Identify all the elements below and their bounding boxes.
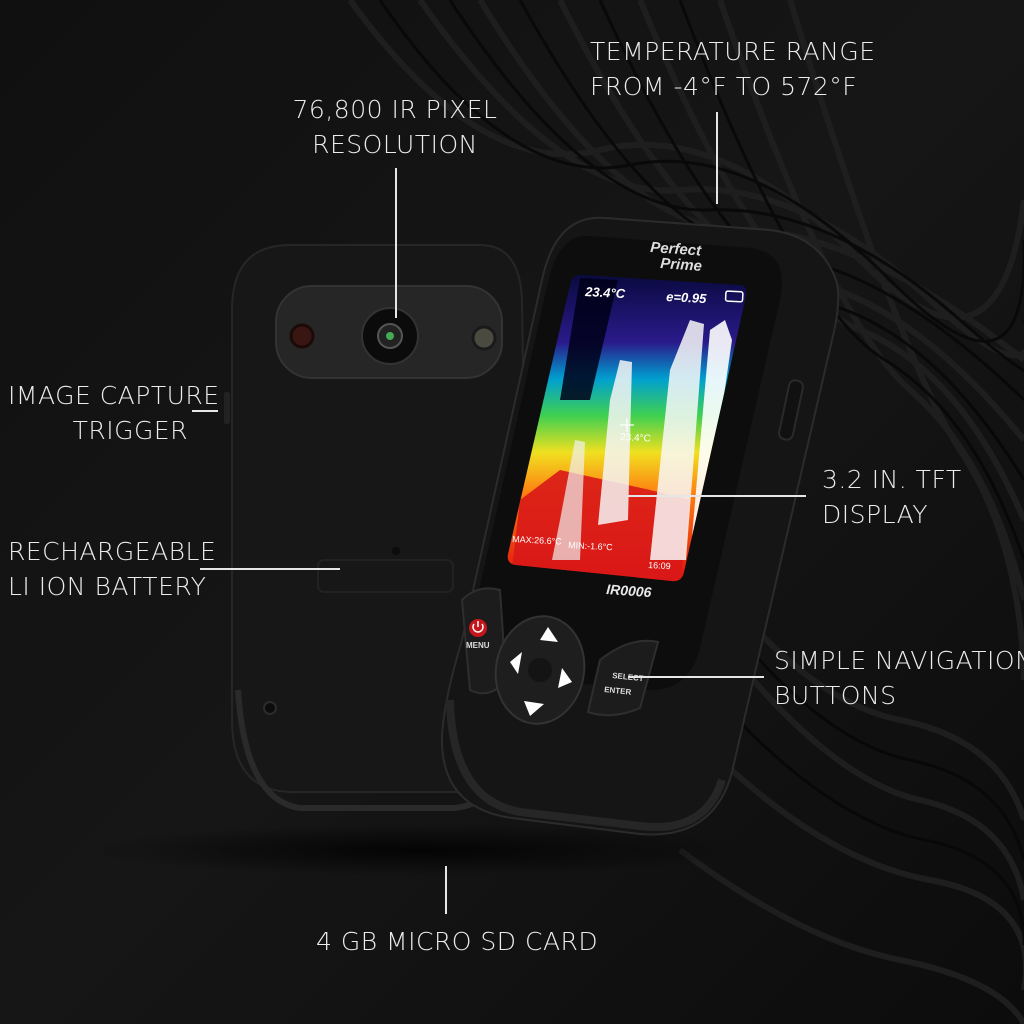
screen-time: 16:09 xyxy=(648,560,671,571)
arrow-right-icon[interactable] xyxy=(558,668,572,688)
callout-display: 3.2 IN. TFT DISPLAY xyxy=(822,465,962,529)
line-capture-trigger xyxy=(192,410,218,412)
line-sd-card xyxy=(445,866,447,914)
svg-text:Prime: Prime xyxy=(660,255,703,275)
power-icon xyxy=(469,619,487,637)
callout-ir-resolution: 76,800 IR PIXEL RESOLUTION xyxy=(292,95,498,159)
enter-label: ENTER xyxy=(604,685,632,697)
line-display xyxy=(628,495,806,497)
callout-nav-buttons: SIMPLE NAVIGATION BUTTONS xyxy=(774,646,1024,710)
arrow-left-icon[interactable] xyxy=(510,652,522,674)
menu-label: MENU xyxy=(466,641,490,650)
brand-logo: Perfect Prime xyxy=(650,239,703,275)
callout-sd-card: 4 GB MICRO SD CARD xyxy=(316,927,599,956)
callout-temperature-range: TEMPERATURE RANGE FROM -4°F TO 572°F xyxy=(590,37,876,101)
model-label: IR0006 xyxy=(606,581,652,600)
callout-capture-trigger: IMAGE CAPTURE TRIGGER xyxy=(8,381,220,445)
screen-spot-temp: 23.4°C xyxy=(620,432,651,445)
screen-top-temp: 23.4°C xyxy=(584,284,626,301)
front-device: 23.4°C e=0.95 23.4°C MAX:26.6°C MIN:-1.6… xyxy=(440,216,840,836)
callout-battery: RECHARGEABLE LI ION BATTERY xyxy=(8,537,217,601)
svg-text:Perfect: Perfect xyxy=(650,239,703,260)
arrow-up-icon[interactable] xyxy=(540,627,558,642)
line-ir-resolution xyxy=(395,168,397,318)
arrow-down-icon[interactable] xyxy=(524,701,544,716)
line-battery xyxy=(200,568,340,570)
line-nav-buttons xyxy=(628,676,764,678)
select-enter-button[interactable] xyxy=(586,639,660,717)
thermal-screen: 23.4°C e=0.95 23.4°C MAX:26.6°C MIN:-1.6… xyxy=(507,274,747,582)
screen-max-temp: MAX:26.6°C xyxy=(512,534,563,547)
line-temperature-range xyxy=(716,112,718,204)
screen-min-temp: MIN:-1.6°C xyxy=(568,540,614,552)
screen-emissivity: e=0.95 xyxy=(666,289,708,306)
